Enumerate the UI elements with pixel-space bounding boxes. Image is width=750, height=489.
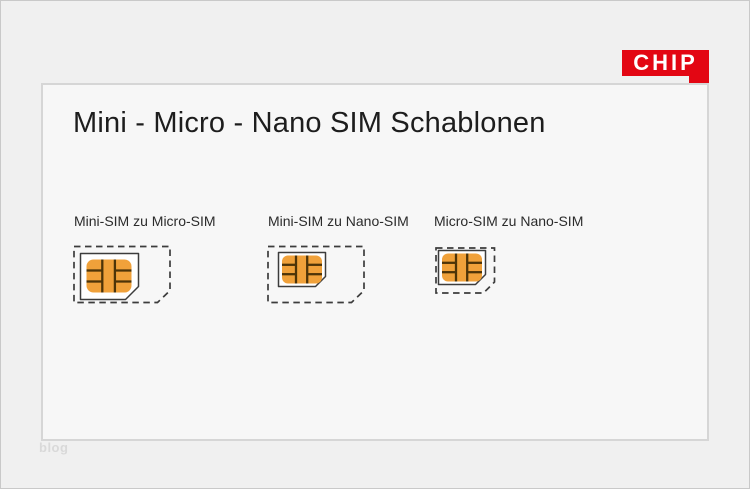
chip-contact-lines xyxy=(86,259,132,293)
mini-to-nano-sim-template-figure xyxy=(267,245,365,304)
mini-to-micro-sim-template-figure xyxy=(73,245,171,304)
chip-logo: CHIP xyxy=(622,50,709,84)
watermark: blog xyxy=(39,440,69,455)
chip-logo-text: CHIP xyxy=(633,50,698,75)
micro-to-nano-sim-template-figure xyxy=(435,247,496,294)
figure-label-mini-to-nano: Mini-SIM zu Nano-SIM xyxy=(268,213,409,229)
mini-sim-dashed-outline xyxy=(267,245,365,304)
figure-label-micro-to-nano: Micro-SIM zu Nano-SIM xyxy=(434,213,584,229)
sim-chip-icon xyxy=(282,255,322,284)
figure-label-mini-to-micro: Mini-SIM zu Micro-SIM xyxy=(74,213,216,229)
sim-chip-icon xyxy=(442,253,482,282)
sim-chip-icon xyxy=(86,259,132,293)
content-panel xyxy=(41,83,709,441)
chip-logo-descender xyxy=(689,75,709,84)
mini-sim-dashed-outline xyxy=(73,245,171,304)
chip-contact-lines xyxy=(282,255,322,284)
micro-sim-dashed-outline xyxy=(435,247,496,294)
chip-contact-lines xyxy=(442,253,482,282)
page-title: Mini - Micro - Nano SIM Schablonen xyxy=(73,107,546,139)
